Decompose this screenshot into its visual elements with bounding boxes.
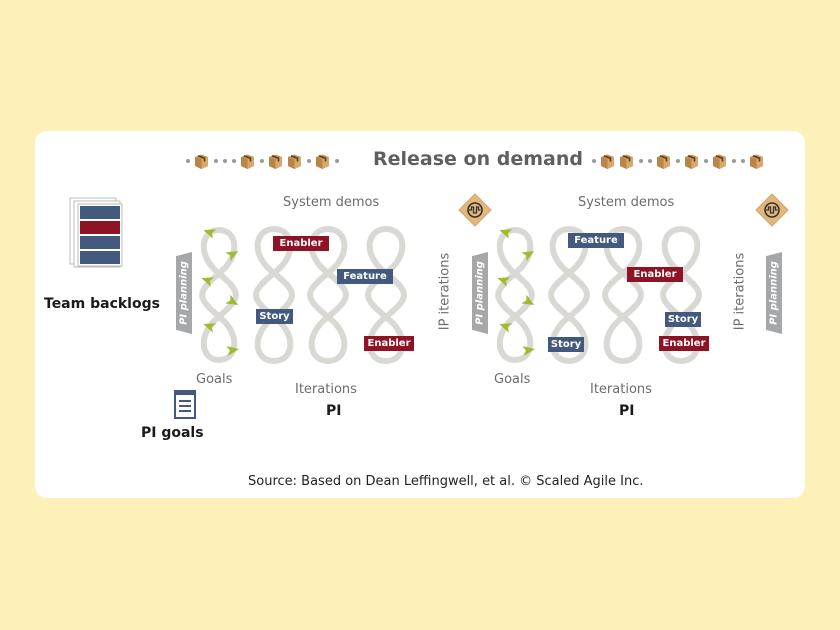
innovation-diamond-icon [755,193,789,227]
system-demos-label: System demos [578,195,675,210]
dot-separator [647,159,652,163]
pi-planning-badge: PI planning [766,252,782,334]
dot-separator [740,159,745,163]
feature-tag: Feature [337,269,393,284]
package-box-icon [750,154,763,169]
innovation-diamond-icon [458,193,492,227]
goals-loop [495,226,535,364]
dot-separator [675,159,680,163]
package-box-icon [195,154,208,169]
story-tag: Story [665,312,701,327]
pi-label: PI [619,403,635,419]
iteration-loop [548,225,590,365]
ip-iterations-label: IP iterations [732,252,748,331]
team-backlogs-label: Team backlogs [44,296,160,312]
pi-planning-label: PI planning [768,261,780,325]
green-arrow-icon [201,277,215,287]
green-arrow-icon [203,229,217,239]
green-arrow-icon [499,323,513,333]
goals-label: Goals [494,372,531,387]
green-arrow-icon [226,346,239,356]
green-arrow-icon [225,251,239,262]
green-arrow-icon [521,251,535,262]
story-tag: Story [548,337,584,352]
package-box-icon [288,154,301,169]
dot-separator [334,159,339,163]
pi-planning-badge: PI planning [472,252,488,334]
green-arrow-icon [522,346,535,356]
dot-separator [591,159,596,163]
green-arrow-icon [499,229,513,239]
goals-loop [199,226,239,364]
document-icon [174,390,196,419]
green-arrow-icon [497,277,511,287]
iteration-loop [307,225,349,365]
enabler-tag: Enabler [659,336,709,351]
enabler-tag: Enabler [364,336,414,351]
green-arrow-icon [225,294,239,305]
dot-separator [185,159,190,163]
system-demos-label: System demos [283,195,380,210]
dot-separator [259,159,264,163]
pi-planning-label: PI planning [178,261,190,325]
package-box-icon [620,154,633,169]
release-sequence-right [589,151,766,171]
dot-separator [231,159,236,163]
story-tag: Story [256,309,293,324]
dot-separator [222,159,227,163]
package-box-icon [685,154,698,169]
dot-separator [306,159,311,163]
pi-planning-badge: PI planning [176,252,192,334]
pi-planning-label: PI planning [474,261,486,325]
dot-separator [731,159,736,163]
green-arrow-icon [521,294,535,305]
package-box-icon [316,154,329,169]
dot-separator [703,159,708,163]
dot-separator [638,159,643,163]
goals-loop-path [199,226,239,364]
package-box-icon [601,154,614,169]
iterations-label: Iterations [295,382,357,397]
enabler-tag: Enabler [627,267,683,282]
package-box-icon [713,154,726,169]
dot-separator [213,159,218,163]
package-box-icon [657,154,670,169]
iteration-loop [602,225,644,365]
release-on-demand-title: Release on demand [373,148,583,170]
feature-tag: Feature [568,233,624,248]
iterations-label: Iterations [590,382,652,397]
goals-loop-path [495,226,535,364]
backlog-stack-icon [69,197,123,268]
release-sequence-left [183,151,341,171]
package-box-icon [241,154,254,169]
package-box-icon [269,154,282,169]
ip-iterations-label: IP iterations [437,252,453,331]
iteration-loop [365,225,407,365]
goals-label: Goals [196,372,233,387]
enabler-tag: Enabler [273,236,329,251]
pi-label: PI [326,403,342,419]
green-arrow-icon [203,323,217,333]
pi-goals-label: PI goals [141,425,204,441]
source-caption: Source: Based on Dean Leffingwell, et al… [248,474,644,489]
